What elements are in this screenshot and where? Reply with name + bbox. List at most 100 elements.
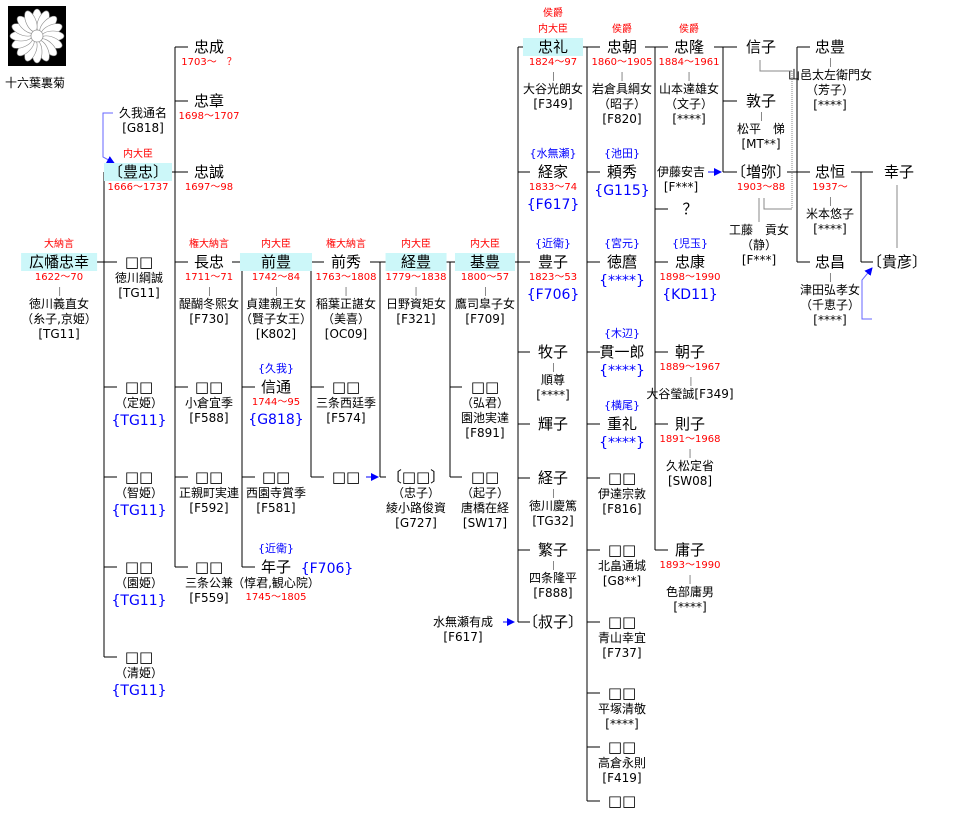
person-name[interactable]: 〔□□〕 xyxy=(386,468,446,486)
person-name[interactable]: {F706} xyxy=(300,561,354,577)
person-node: {F706} xyxy=(297,559,358,579)
person-name[interactable]: 〔叔子〕 xyxy=(522,613,584,631)
person-name[interactable]: 重礼 xyxy=(606,415,638,433)
spouse-info: 鷹司皐子女 xyxy=(454,297,516,311)
spouse-info: 園池実達 xyxy=(460,411,510,425)
person-name[interactable]: 信子 xyxy=(745,38,777,56)
person-name[interactable]: 〔貴彦〕 xyxy=(866,253,928,271)
spouse-info: [F581] xyxy=(256,501,296,515)
person-node: □□正親町実連[F592] xyxy=(179,468,239,516)
person-name[interactable]: 幸子 xyxy=(883,163,915,181)
person-name[interactable]: 則子 xyxy=(674,415,705,433)
person-name[interactable]: □□ xyxy=(261,468,291,486)
person-name[interactable]: 久我通名 xyxy=(118,105,168,120)
person-name[interactable]: 〔豊忠〕 xyxy=(103,163,173,181)
family-name: {近衛} xyxy=(535,237,571,250)
person-name[interactable]: □□ xyxy=(607,684,637,702)
person-name[interactable]: 朝子 xyxy=(674,343,706,361)
person-name[interactable]: 頼秀 xyxy=(606,163,638,181)
person-name[interactable]: 敦子 xyxy=(745,92,777,110)
spouse-info: （賢子女王） xyxy=(239,312,313,326)
person-node: 信子 xyxy=(742,38,780,56)
person-name[interactable]: □□ xyxy=(331,378,361,396)
person-name[interactable]: □□ xyxy=(124,558,154,576)
marriage-tick xyxy=(806,195,854,207)
spouse-info: 大谷光朗女 xyxy=(522,82,584,96)
person-name[interactable]: 忠康 xyxy=(674,253,705,271)
person-name[interactable]: □□ xyxy=(607,541,637,559)
person-name[interactable]: 年子 xyxy=(260,558,292,576)
person-name[interactable]: □□ xyxy=(331,468,361,486)
person-name[interactable]: □□ xyxy=(607,792,637,810)
spouse-info: 松平 悌 xyxy=(736,122,786,136)
person-name[interactable]: 工藤 貢女 xyxy=(728,222,790,237)
person-node: 〔叔子〕 xyxy=(519,613,587,631)
life-years: 1745〜1805 xyxy=(245,592,307,603)
person-name[interactable]: 忠豊 xyxy=(814,38,846,56)
spouse-info: 日野資矩女 xyxy=(385,297,446,311)
source-code: {TG11} xyxy=(111,503,167,519)
person-node: 水無瀬有成[F617] xyxy=(429,615,497,645)
person-name[interactable]: 忠昌 xyxy=(814,253,846,271)
person-node: {横尾}重礼{****} xyxy=(599,397,645,453)
person-name[interactable]: □□ xyxy=(607,738,637,756)
source-code: {G818} xyxy=(248,412,304,428)
person-name[interactable]: 忠章 xyxy=(193,92,224,110)
person-name[interactable]: 経子 xyxy=(537,469,569,487)
spouse-info: （忠子） xyxy=(391,486,441,500)
person-name[interactable]: 繁子 xyxy=(537,541,569,559)
person-name[interactable]: 忠恒 xyxy=(814,163,846,181)
person-name[interactable]: ？ xyxy=(682,200,698,218)
person-name[interactable]: 基豊 xyxy=(454,253,516,271)
person-node: 幸子 xyxy=(880,163,918,181)
person-name[interactable]: □□ xyxy=(194,558,224,576)
person-name[interactable]: 長忠 xyxy=(193,253,225,271)
spouse-info: 徳川綱誠 xyxy=(114,271,164,285)
spouse-info: （定姫） xyxy=(114,396,163,410)
person-name[interactable]: 信通 xyxy=(260,378,292,396)
person-name[interactable]: 水無瀬有成 xyxy=(432,614,494,629)
person-name[interactable]: 前豊 xyxy=(239,253,313,271)
person-node: □□（弘君）園池実達[F891] xyxy=(461,378,509,441)
person-name[interactable]: 忠誠 xyxy=(193,163,224,181)
spouse-info: [****] xyxy=(536,388,570,402)
person-name[interactable]: 〔増弥〕 xyxy=(730,163,792,181)
person-name[interactable]: 広幡忠幸 xyxy=(21,253,97,271)
spouse-info: [MT**] xyxy=(741,137,781,151)
person-name[interactable]: □□ xyxy=(124,378,154,396)
person-name[interactable]: 貫一郎 xyxy=(599,343,645,361)
person-node: □□（園姫）{TG11} xyxy=(111,558,166,611)
person-name[interactable]: □□ xyxy=(124,648,154,666)
person-name[interactable]: □□ xyxy=(607,613,637,631)
person-name[interactable]: □□ xyxy=(124,253,154,271)
person-name[interactable]: 忠隆 xyxy=(673,38,704,56)
person-name[interactable]: 豊子 xyxy=(537,253,568,271)
person-name[interactable]: 伊藤安吉 xyxy=(656,164,706,179)
spouse-info: 順尊 xyxy=(540,373,566,387)
person-name[interactable]: 輝子 xyxy=(537,415,569,433)
person-name[interactable]: 経豊 xyxy=(385,253,447,271)
person-name[interactable]: 庸子 xyxy=(674,541,705,559)
spouse-info: （芳子） xyxy=(805,83,855,97)
person-name[interactable]: 忠朝 xyxy=(606,38,637,56)
person-name[interactable]: 忠成 xyxy=(193,38,225,56)
person-name[interactable]: 経家 xyxy=(537,163,568,181)
person-name[interactable]: □□ xyxy=(470,468,500,486)
person-name[interactable]: 徳麿 xyxy=(606,253,638,271)
person-name[interactable]: □□ xyxy=(194,378,224,396)
person-name[interactable]: □□ xyxy=(470,378,500,396)
person-name[interactable]: 前秀 xyxy=(330,253,361,271)
life-years: 1666〜1737 xyxy=(107,182,169,193)
spouse-info: 稲葉正諶女 xyxy=(315,297,376,311)
person-name[interactable]: 牧子 xyxy=(537,343,569,361)
person-node: 〔増弥〕1903〜88 xyxy=(727,163,795,195)
spouse-info: [F321] xyxy=(396,312,436,326)
person-name[interactable]: □□ xyxy=(194,468,224,486)
spouse-info: [****] xyxy=(813,313,847,327)
spouse-info: 平塚清敬 xyxy=(597,702,647,716)
person-name[interactable]: □□ xyxy=(607,469,637,487)
person-name[interactable]: □□ xyxy=(124,468,154,486)
person-name[interactable]: 忠礼 xyxy=(522,38,584,56)
